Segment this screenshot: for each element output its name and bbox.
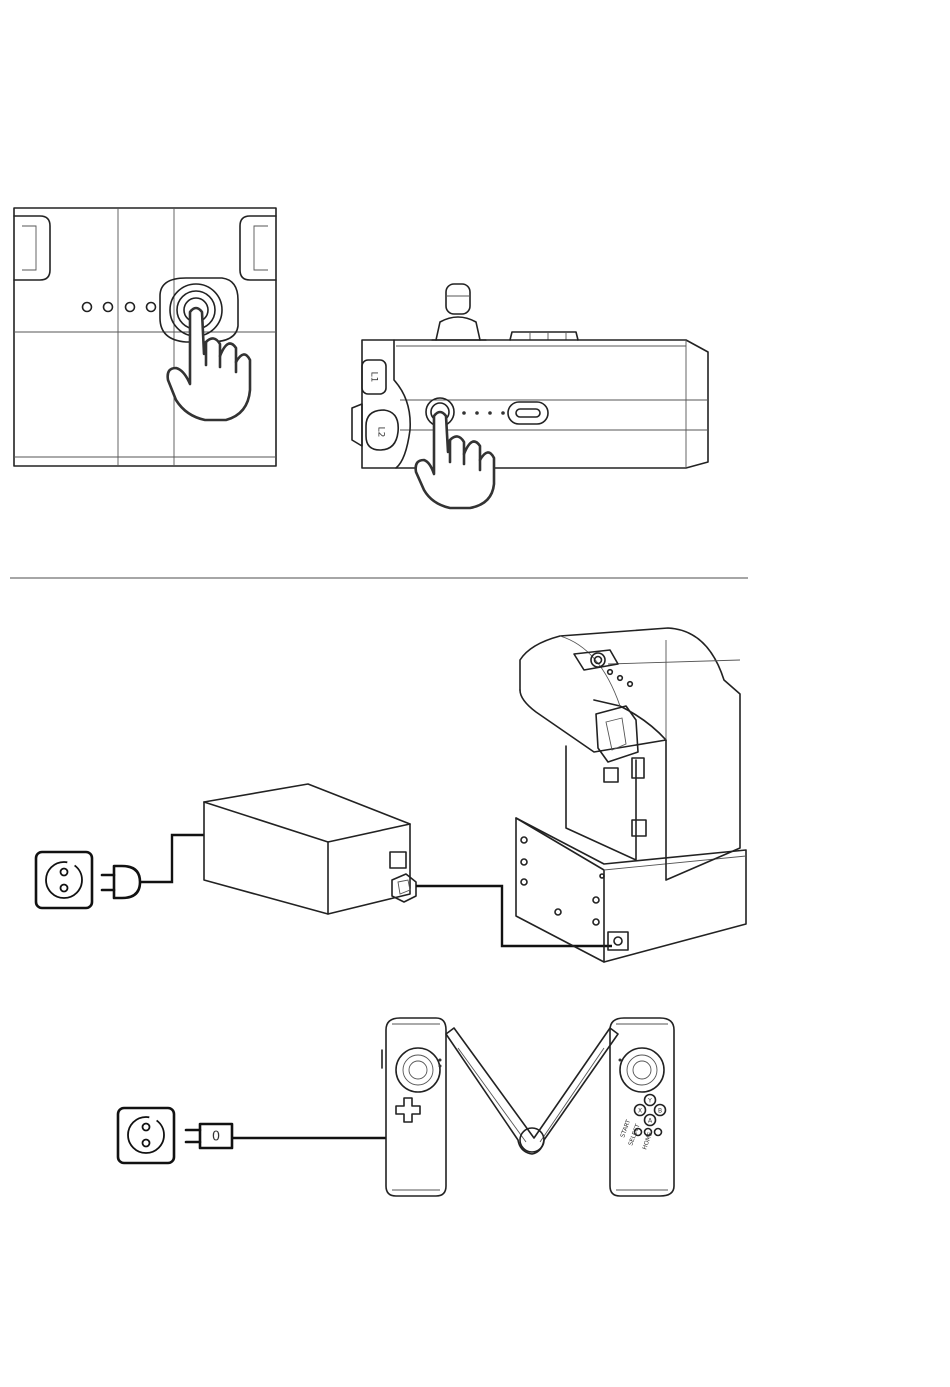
l1-button[interactable]: L1 — [362, 360, 386, 394]
svg-text:L1: L1 — [369, 372, 379, 383]
indicator-leds — [83, 303, 156, 312]
svg-text:A: A — [648, 1118, 653, 1125]
controller-side-view: L1 L2 — [352, 284, 708, 508]
svg-text:0: 0 — [212, 1130, 220, 1145]
power-cord — [140, 835, 204, 882]
handheld-console: Y X B A START SELECT HOME — [382, 1018, 674, 1196]
svg-text:B: B — [658, 1108, 662, 1115]
face-buttons[interactable]: Y X B A — [635, 1095, 666, 1126]
l2-button[interactable]: L2 — [352, 404, 398, 450]
eu-plug-icon — [102, 866, 140, 898]
svg-text:X: X — [638, 1108, 642, 1115]
charging-dock — [516, 628, 746, 962]
home-label: HOME — [641, 1131, 654, 1151]
dc-port — [608, 932, 628, 950]
dpad[interactable] — [396, 1098, 420, 1122]
wall-socket-icon — [36, 852, 92, 908]
hand-pointer-icon — [416, 412, 494, 508]
wall-socket-icon — [118, 1108, 174, 1163]
svg-text:L2: L2 — [376, 427, 386, 438]
power-adapter — [204, 784, 416, 914]
controller-top-view — [14, 208, 276, 466]
usb-plug-icon: 0 — [186, 1124, 232, 1148]
usb-c-port — [508, 402, 548, 424]
charge-cable — [416, 886, 612, 946]
svg-text:Y: Y — [647, 1098, 652, 1105]
